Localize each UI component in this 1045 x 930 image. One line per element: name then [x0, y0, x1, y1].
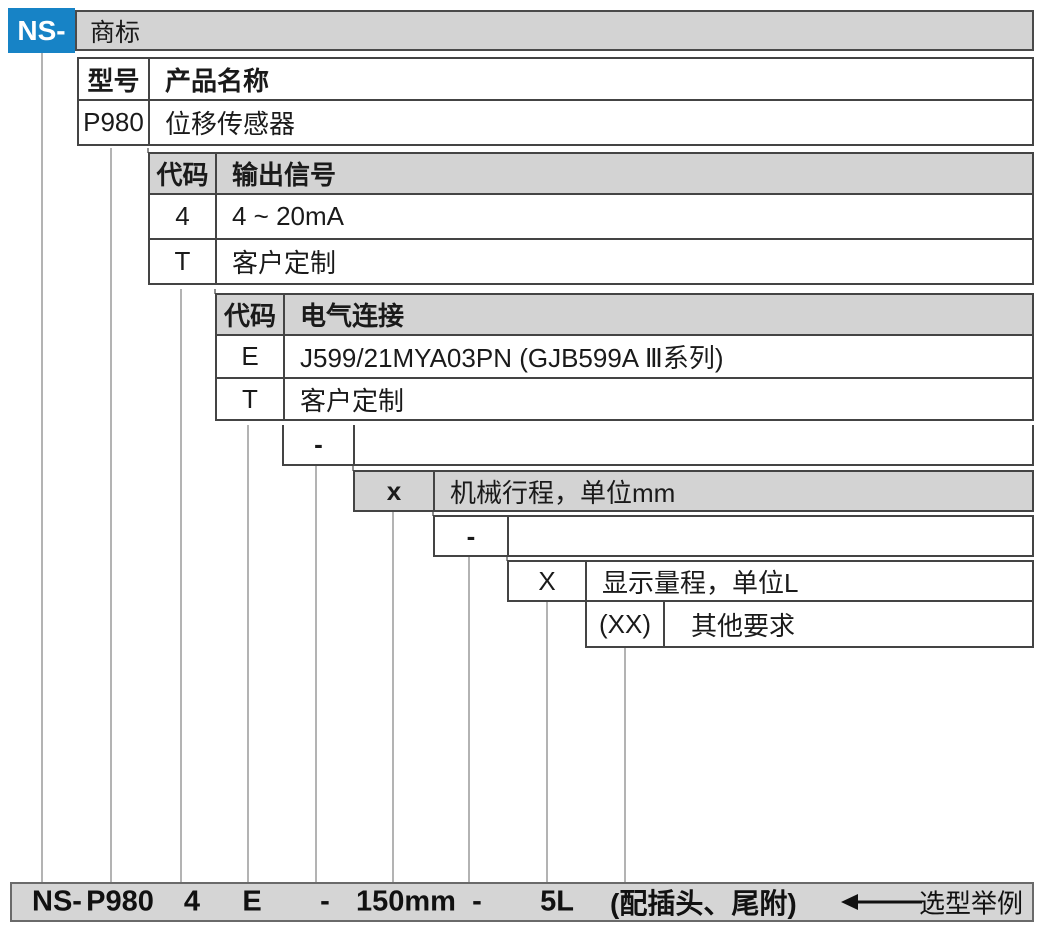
header-code-cell: 代码: [217, 295, 285, 334]
name-cell: 客户定制: [232, 248, 337, 278]
name-cell: 机械行程，单位mm: [450, 477, 676, 508]
code-cell: X: [509, 562, 587, 600]
table-row: T 客户定制: [217, 377, 1032, 419]
model-table: 型号 产品名称 P980 位移传感器: [77, 57, 1034, 146]
code-cell: T: [217, 379, 285, 419]
name-cell: 其他要求: [691, 610, 796, 641]
trademark-label: 商标: [90, 18, 141, 47]
brand-code-box: NS-: [8, 8, 75, 53]
model-table-header: 型号 产品名称: [79, 59, 1032, 99]
arrow-left-icon: [841, 894, 858, 910]
name-cell: 显示量程，单位L: [602, 567, 799, 598]
example-token: 4: [183, 885, 201, 918]
separator-cell: -: [435, 517, 509, 555]
connector-line: [247, 425, 249, 882]
connector-line: [110, 148, 112, 882]
header-name-cell: 电气连接: [300, 301, 405, 331]
example-token: -: [320, 885, 330, 918]
connector-line: [214, 289, 216, 294]
connector-line: [546, 602, 548, 882]
connector-line: [180, 289, 182, 882]
table-row: E J599/21MYA03PN (GJB599A Ⅲ系列): [217, 334, 1032, 377]
model-name-cell: 位移传感器: [165, 109, 296, 139]
connector-line: [147, 148, 149, 153]
trademark-bar: 商标: [75, 10, 1034, 51]
arrow-left-icon: [856, 900, 922, 904]
example-token: 150mm: [356, 885, 456, 918]
output-signal-table: 代码 输出信号 4 4 ~ 20mA T 客户定制: [148, 152, 1034, 285]
code-cell: E: [217, 336, 285, 377]
connector-line: [506, 557, 508, 561]
example-token: E: [242, 885, 262, 918]
header-code-cell: 型号: [79, 59, 150, 99]
connector-line: [392, 512, 394, 882]
empty-cell: [509, 517, 1032, 555]
output-signal-header: 代码 输出信号: [150, 154, 1032, 193]
connector-line: [432, 512, 434, 516]
connector-line: [315, 466, 317, 882]
empty-cell: [355, 425, 1032, 464]
example-token: (配插头、尾附): [610, 888, 797, 919]
connector-line: [468, 557, 470, 882]
separator-row-1: -: [282, 425, 1034, 466]
header-name-cell: 输出信号: [232, 160, 337, 190]
mechanical-stroke-row: x 机械行程，单位mm: [353, 470, 1034, 512]
display-range-row: X 显示量程，单位L: [507, 560, 1034, 602]
model-code-cell: P980: [79, 101, 150, 144]
separator-row-2: -: [433, 515, 1034, 557]
code-cell: (XX): [587, 602, 665, 646]
code-cell: x: [355, 472, 435, 510]
other-requirements-row: (XX) 其他要求: [585, 602, 1034, 648]
separator-cell: -: [284, 425, 355, 464]
code-cell: T: [150, 240, 217, 283]
table-row: 4 4 ~ 20mA: [150, 193, 1032, 238]
example-token: -: [472, 885, 482, 918]
electrical-header: 代码 电气连接: [217, 295, 1032, 334]
header-code-cell: 代码: [150, 154, 217, 193]
header-name-cell: 产品名称: [165, 65, 270, 96]
name-cell: 客户定制: [300, 385, 405, 416]
connector-line: [41, 53, 43, 882]
table-row: T 客户定制: [150, 238, 1032, 283]
name-cell: J599/21MYA03PN (GJB599A Ⅲ系列): [300, 343, 724, 373]
example-token: NS-: [32, 885, 82, 918]
name-cell: 4 ~ 20mA: [232, 201, 345, 231]
example-token: P980: [86, 885, 154, 918]
selection-example-caption: 选型举例: [919, 888, 1024, 919]
example-bar: NS- P980 4 E - 150mm - 5L (配插头、尾附) 选型举例: [10, 882, 1034, 922]
connector-line: [352, 466, 354, 471]
example-token: 5L: [540, 885, 574, 918]
connector-line: [624, 648, 626, 882]
table-row: P980 位移传感器: [79, 99, 1032, 144]
code-cell: 4: [150, 195, 217, 238]
electrical-connection-table: 代码 电气连接 E J599/21MYA03PN (GJB599A Ⅲ系列) T…: [215, 293, 1034, 421]
